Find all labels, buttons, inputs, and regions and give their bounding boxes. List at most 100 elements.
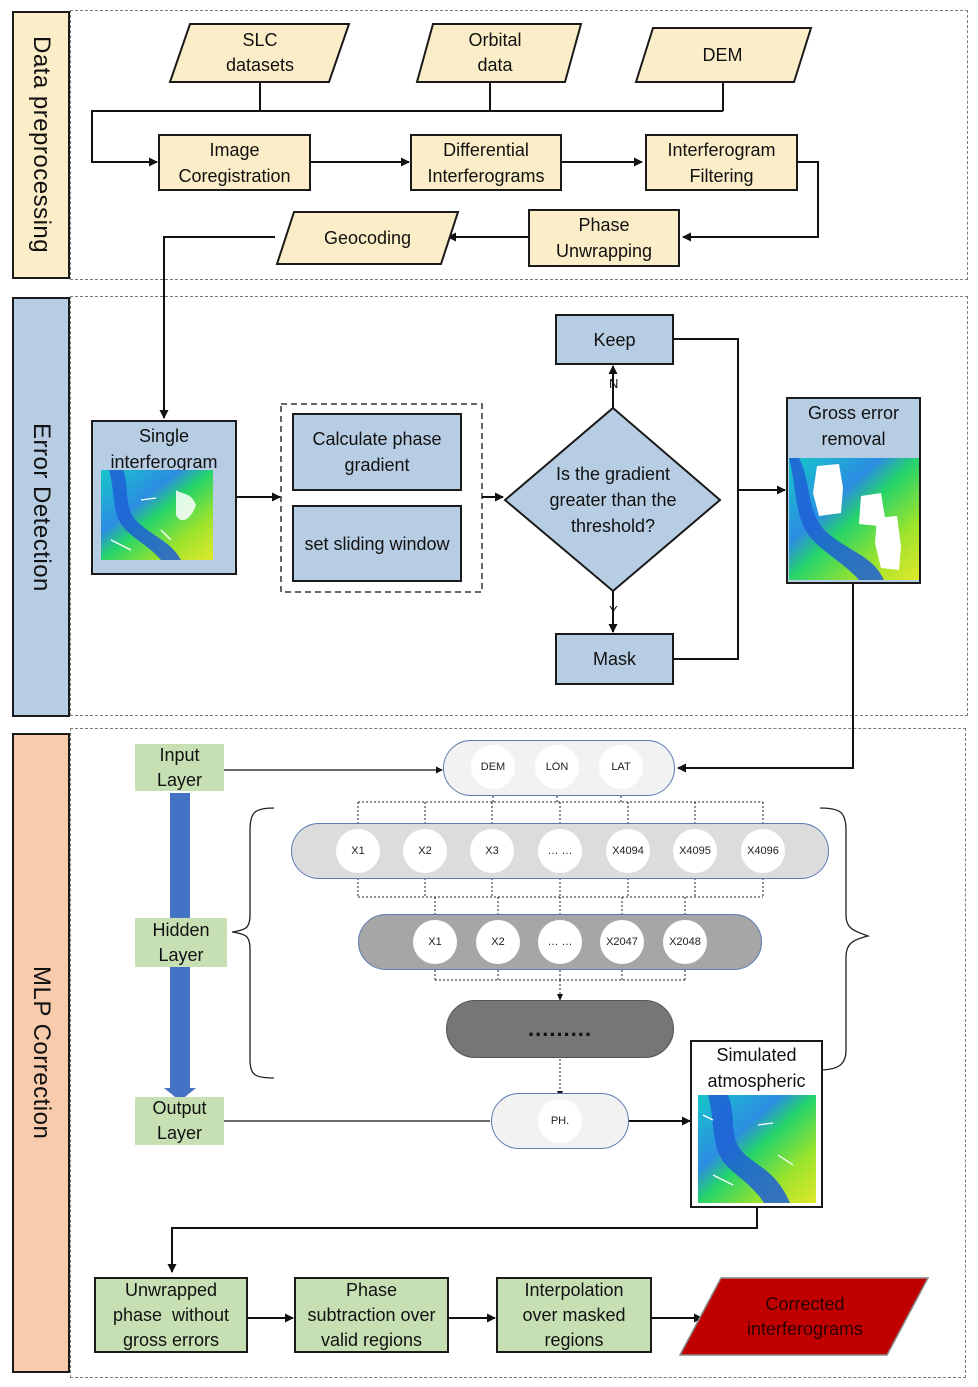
orbital-line-2: data bbox=[477, 55, 513, 75]
hidden1-node: X4094 bbox=[606, 829, 650, 873]
simulated-line-2: atmospheric bbox=[707, 1071, 806, 1091]
orbital-data-input: Orbital data bbox=[420, 26, 570, 80]
filter-line-2: Filtering bbox=[689, 165, 754, 186]
section-label-preprocessing: Data preprocessing bbox=[12, 11, 70, 279]
keep-label: Keep bbox=[593, 329, 636, 350]
gradient-line-2: gradient bbox=[344, 455, 410, 475]
single-interferogram-image bbox=[101, 470, 213, 560]
subtraction-line-1: Phase bbox=[345, 1279, 398, 1300]
orbital-line-1: Orbital bbox=[468, 30, 522, 50]
preprocessing-section bbox=[70, 10, 968, 280]
mask-label: Mask bbox=[592, 649, 636, 669]
diff-line-1: Differential bbox=[443, 139, 529, 160]
coreg-line-1: Image bbox=[209, 139, 260, 160]
geocoding-output: Geocoding bbox=[290, 214, 445, 262]
filter-line-1: Interferogram bbox=[667, 139, 776, 160]
coreg-line-2: Coregistration bbox=[178, 165, 291, 186]
interferogram-filtering-box: Interferogram Filtering bbox=[645, 134, 798, 191]
single-line-2: interferogram bbox=[110, 452, 218, 472]
hidden2-node: X2 bbox=[476, 920, 520, 964]
sliding-window-box: set sliding window bbox=[292, 505, 462, 582]
section-label-mlp-correction: MLP Correction bbox=[12, 733, 70, 1373]
input-node-lon: LON bbox=[535, 745, 579, 789]
input-layer-line-1: Input bbox=[159, 744, 200, 765]
subtraction-line-2: subtraction over bbox=[307, 1304, 436, 1325]
hidden-layer-line-1: Hidden bbox=[152, 919, 210, 940]
gross-error-image bbox=[789, 458, 919, 580]
hidden2-node: X2047 bbox=[600, 920, 644, 964]
section-label-text: Data preprocessing bbox=[28, 36, 55, 254]
corrected-line-1: Corrected bbox=[765, 1294, 845, 1314]
input-node-lat: LAT bbox=[599, 745, 643, 789]
hidden-layer-label: Hidden Layer bbox=[135, 918, 227, 967]
hidden1-node: X1 bbox=[336, 829, 380, 873]
geocoding-parallelogram bbox=[275, 211, 460, 265]
further-hidden-ellipsis: ......... bbox=[527, 1016, 592, 1041]
slc-line-2: datasets bbox=[225, 55, 295, 75]
hidden1-node: X4095 bbox=[673, 829, 717, 873]
output-node-ph: PH. bbox=[538, 1099, 582, 1143]
final-connectors bbox=[167, 1207, 758, 1323]
corrected-parallelogram bbox=[678, 1277, 930, 1356]
decision-line-3: threshold? bbox=[570, 516, 656, 536]
single-line-1: Single bbox=[138, 426, 190, 446]
image-coregistration-box: Image Coregistration bbox=[158, 134, 311, 191]
unwrapped-line-3: gross errors bbox=[122, 1329, 220, 1350]
gross-error-removal-box: Gross error removal bbox=[786, 397, 921, 584]
sliding-window-label: set sliding window bbox=[304, 533, 450, 554]
orbital-parallelogram bbox=[415, 23, 583, 83]
simulated-line-1: Simulated bbox=[716, 1045, 797, 1065]
dem-parallelogram bbox=[634, 27, 813, 83]
no-branch-label: N bbox=[609, 376, 619, 391]
decision-line-2: greater than the bbox=[549, 490, 677, 510]
error-detection-section bbox=[70, 296, 968, 716]
hidden2-node: X2048 bbox=[663, 920, 707, 964]
hidden1-node: X2 bbox=[403, 829, 447, 873]
dem-label: DEM bbox=[702, 44, 743, 65]
calculate-phase-gradient-box: Calculate phase gradient bbox=[292, 413, 462, 491]
section-label-error-detection: Error Detection bbox=[12, 297, 70, 717]
hidden-layer-line-2: Layer bbox=[158, 944, 204, 965]
interpolation-line-3: regions bbox=[544, 1329, 604, 1350]
gross-line-1: Gross error bbox=[807, 403, 899, 423]
subtraction-line-3: valid regions bbox=[320, 1329, 423, 1350]
phase-subtraction-box: Phase subtraction over valid regions bbox=[294, 1277, 449, 1353]
simulated-atmospheric-image bbox=[698, 1095, 816, 1203]
mask-box: Mask bbox=[555, 633, 674, 685]
interpolation-line-2: over masked bbox=[522, 1304, 626, 1325]
yes-branch-label: Y bbox=[609, 603, 618, 618]
unwrapped-phase-box: Unwrapped phase without gross errors bbox=[94, 1277, 248, 1353]
input-layer-label: Input Layer bbox=[135, 744, 224, 791]
hidden1-node: X3 bbox=[470, 829, 514, 873]
interpolation-box: Interpolation over masked regions bbox=[496, 1277, 652, 1353]
interpolation-line-1: Interpolation bbox=[524, 1279, 624, 1300]
section-label-text: MLP Correction bbox=[28, 966, 55, 1140]
input-node-dem: DEM bbox=[471, 745, 515, 789]
corrected-interferograms-output: Corrected interferograms bbox=[715, 1282, 895, 1352]
slc-line-1: SLC bbox=[242, 30, 278, 50]
phase-unwrapping-box: Phase Unwrapping bbox=[528, 209, 680, 267]
hidden2-node: X1 bbox=[413, 920, 457, 964]
decision-diamond bbox=[503, 406, 722, 593]
single-interferogram-box: Single interferogram bbox=[91, 420, 237, 575]
unwrapped-line-2: phase without bbox=[112, 1304, 230, 1325]
hidden1-node: X4096 bbox=[741, 829, 785, 873]
output-layer-label: Output Layer bbox=[135, 1097, 224, 1145]
keep-box: Keep bbox=[555, 314, 674, 365]
decision-line-1: Is the gradient bbox=[555, 464, 671, 484]
input-layer-line-2: Layer bbox=[156, 769, 203, 790]
output-layer-line-1: Output bbox=[152, 1098, 207, 1118]
geocoding-label: Geocoding bbox=[323, 227, 412, 248]
output-layer-line-2: Layer bbox=[156, 1123, 203, 1143]
diff-line-2: Interferograms bbox=[427, 165, 545, 186]
error-detection-connectors bbox=[237, 338, 854, 773]
simulated-atmospheric-box: Simulated atmospheric bbox=[690, 1040, 823, 1208]
unwrapped-line-1: Unwrapped bbox=[124, 1279, 218, 1300]
dem-input: DEM bbox=[645, 30, 800, 80]
section-label-text: Error Detection bbox=[28, 422, 55, 592]
hidden1-ellipsis-node: … … bbox=[538, 829, 582, 873]
gradient-line-1: Calculate phase bbox=[312, 429, 442, 449]
slc-datasets-input: SLC datasets bbox=[185, 26, 335, 80]
slc-parallelogram bbox=[168, 23, 351, 83]
